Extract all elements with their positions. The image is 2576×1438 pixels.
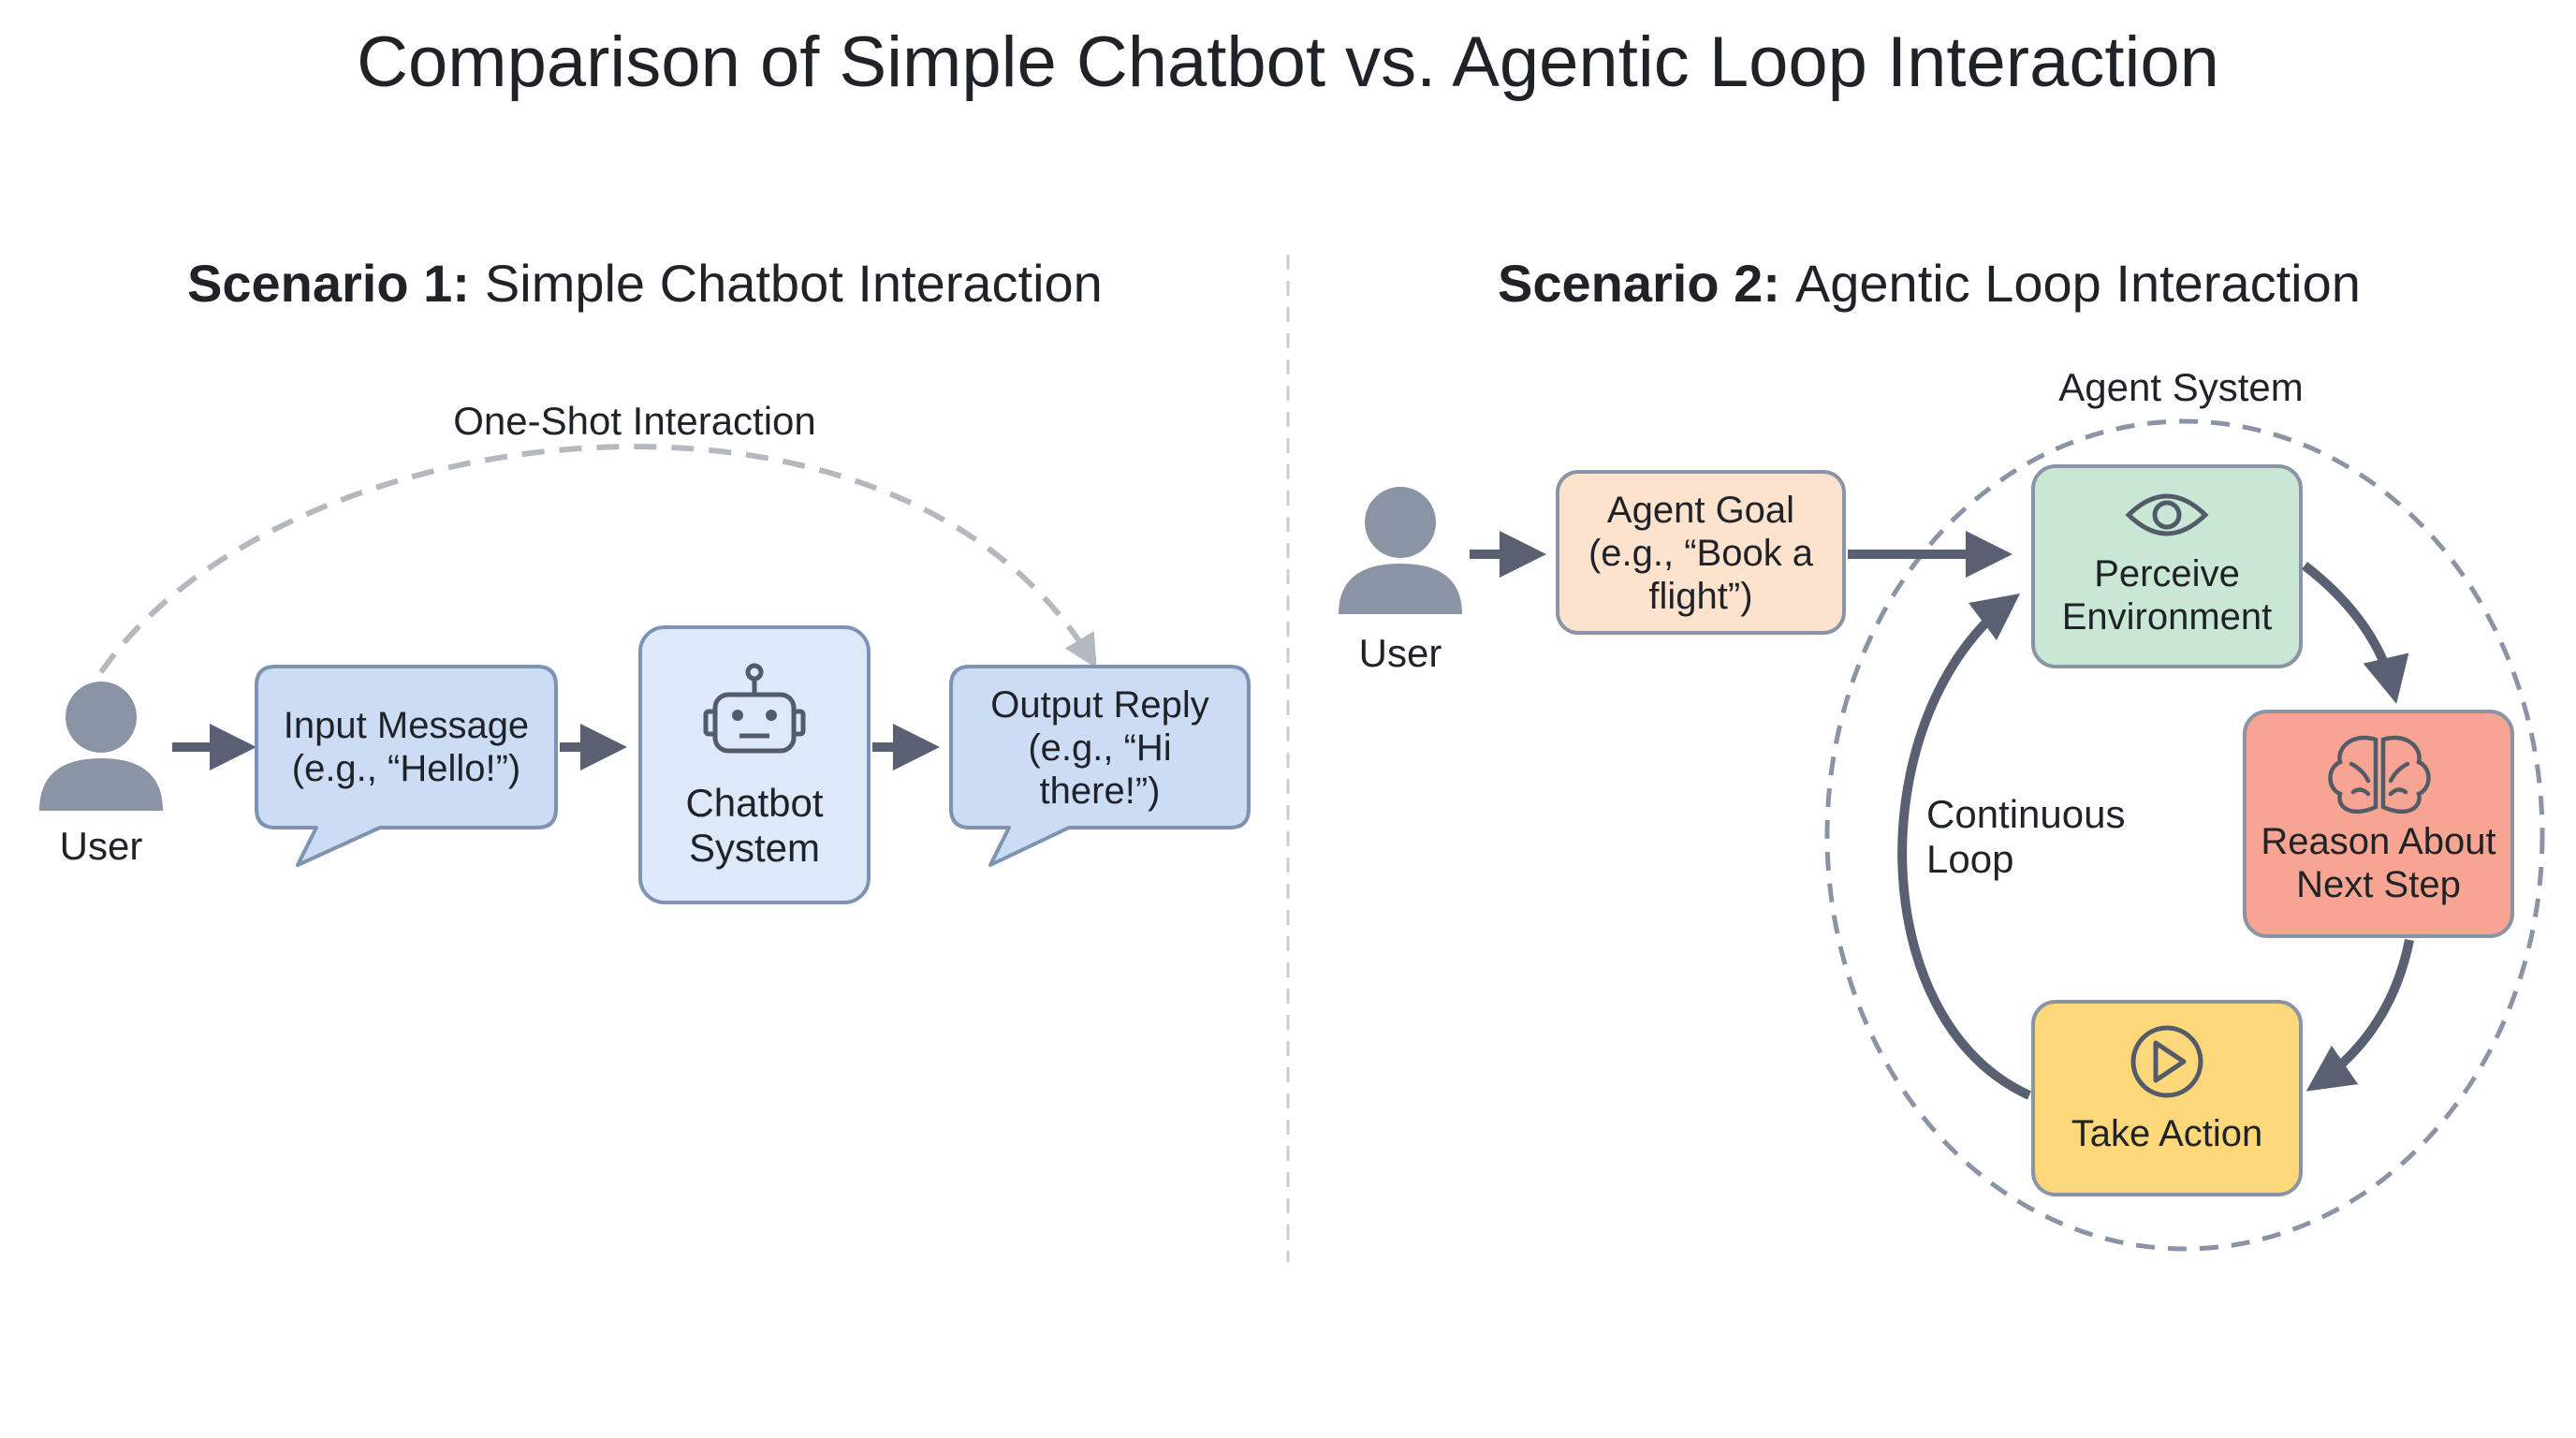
chatbot-system-box: Chatbot System [638,625,871,904]
chatbot-label-line1: Chatbot [685,781,823,825]
brain-icon [2328,735,2431,814]
agent-system-label: Agent System [2058,365,2303,409]
continuous-loop-label-line2: Loop [1926,837,2013,881]
take-action-label: Take Action [2071,1113,2263,1154]
scenario1-heading-text: Simple Chatbot Interaction [485,254,1103,313]
perceive-label-line1: Perceive [2094,553,2240,594]
one-shot-arc [98,444,1097,674]
continuous-loop-label-line1: Continuous [1926,792,2125,836]
user-label: User [1359,631,1442,675]
robot-icon [703,663,806,754]
agent-goal-example-line1: (e.g., “Book a [1588,533,1814,574]
agent-system-boundary [1824,418,2545,1252]
reason-next-step-box: Reason About Next Step [2243,710,2514,938]
output-reply-bubble: Output Reply (e.g., “Hi there!”) [949,665,1251,867]
reason-label-line1: Reason About [2261,821,2496,862]
agent-goal-label: Agent Goal [1607,490,1794,531]
scenario2-heading-text: Agentic Loop Interaction [1795,254,2361,313]
scenario2-heading: Scenario 2: Agentic Loop Interaction [1498,254,2361,313]
diagram-title: Comparison of Simple Chatbot vs. Agentic… [357,22,2219,102]
agent-goal-box: Agent Goal (e.g., “Book a flight”) [1556,470,1846,635]
arrow-continuous-loop [1897,593,2032,1100]
play-icon [2130,1025,2203,1098]
input-message-label: Input Message [284,705,529,746]
agent-goal-example-line2: flight”) [1648,576,1752,617]
chatbot-label-line2: System [689,826,820,870]
arrow-reason-to-action [2305,939,2414,1092]
input-message-example: (e.g., “Hello!”) [292,748,521,789]
reason-label-line2: Next Step [2296,864,2461,905]
perceive-environment-box: Perceive Environment [2031,464,2303,668]
input-message-bubble: Input Message (e.g., “Hello!”) [255,665,558,867]
output-reply-label: Output Reply [990,684,1208,726]
eye-icon [2125,493,2209,536]
scenario1-heading-bold: Scenario 1: [187,254,470,313]
output-reply-example-line1: (e.g., “Hi [1028,727,1171,769]
user-icon [1339,487,1462,614]
output-reply-example-line2: there!”) [1040,770,1161,812]
perceive-label-line2: Environment [2062,596,2273,638]
take-action-box: Take Action [2031,1000,2303,1196]
scenario2-heading-bold: Scenario 2: [1498,254,1780,313]
user-icon [39,682,163,811]
arrow-perceive-to-reason [2301,562,2409,704]
user-label: User [60,824,143,868]
one-shot-label: One-Shot Interaction [453,399,816,443]
scenario1-heading: Scenario 1: Simple Chatbot Interaction [187,254,1103,313]
